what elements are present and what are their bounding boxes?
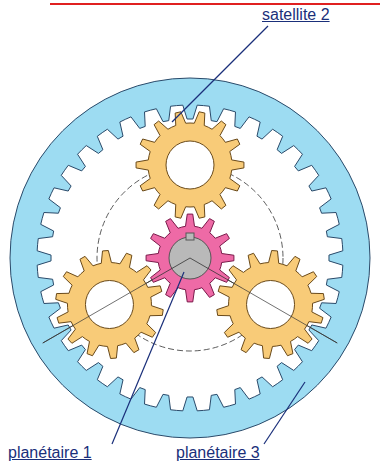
top-rule: [50, 3, 380, 5]
part-label: planétaire 3: [176, 444, 260, 462]
leader-line: [172, 26, 268, 122]
part-label: satellite 2: [262, 6, 330, 24]
planet-bore: [166, 141, 214, 189]
leader-line: [112, 272, 184, 444]
axis-line: [43, 288, 138, 343]
planet-gear: [136, 112, 244, 218]
shaft-key: [186, 233, 194, 240]
axis-line: [242, 288, 337, 343]
carrier-arm-line: [190, 258, 242, 288]
leader-lines: [112, 26, 305, 444]
leader-line: [264, 382, 305, 444]
part-label: planétaire 1: [8, 444, 92, 462]
carrier-arm-line: [138, 258, 190, 288]
ring-gear: [10, 78, 370, 438]
planetary-gear-set: [10, 78, 370, 438]
